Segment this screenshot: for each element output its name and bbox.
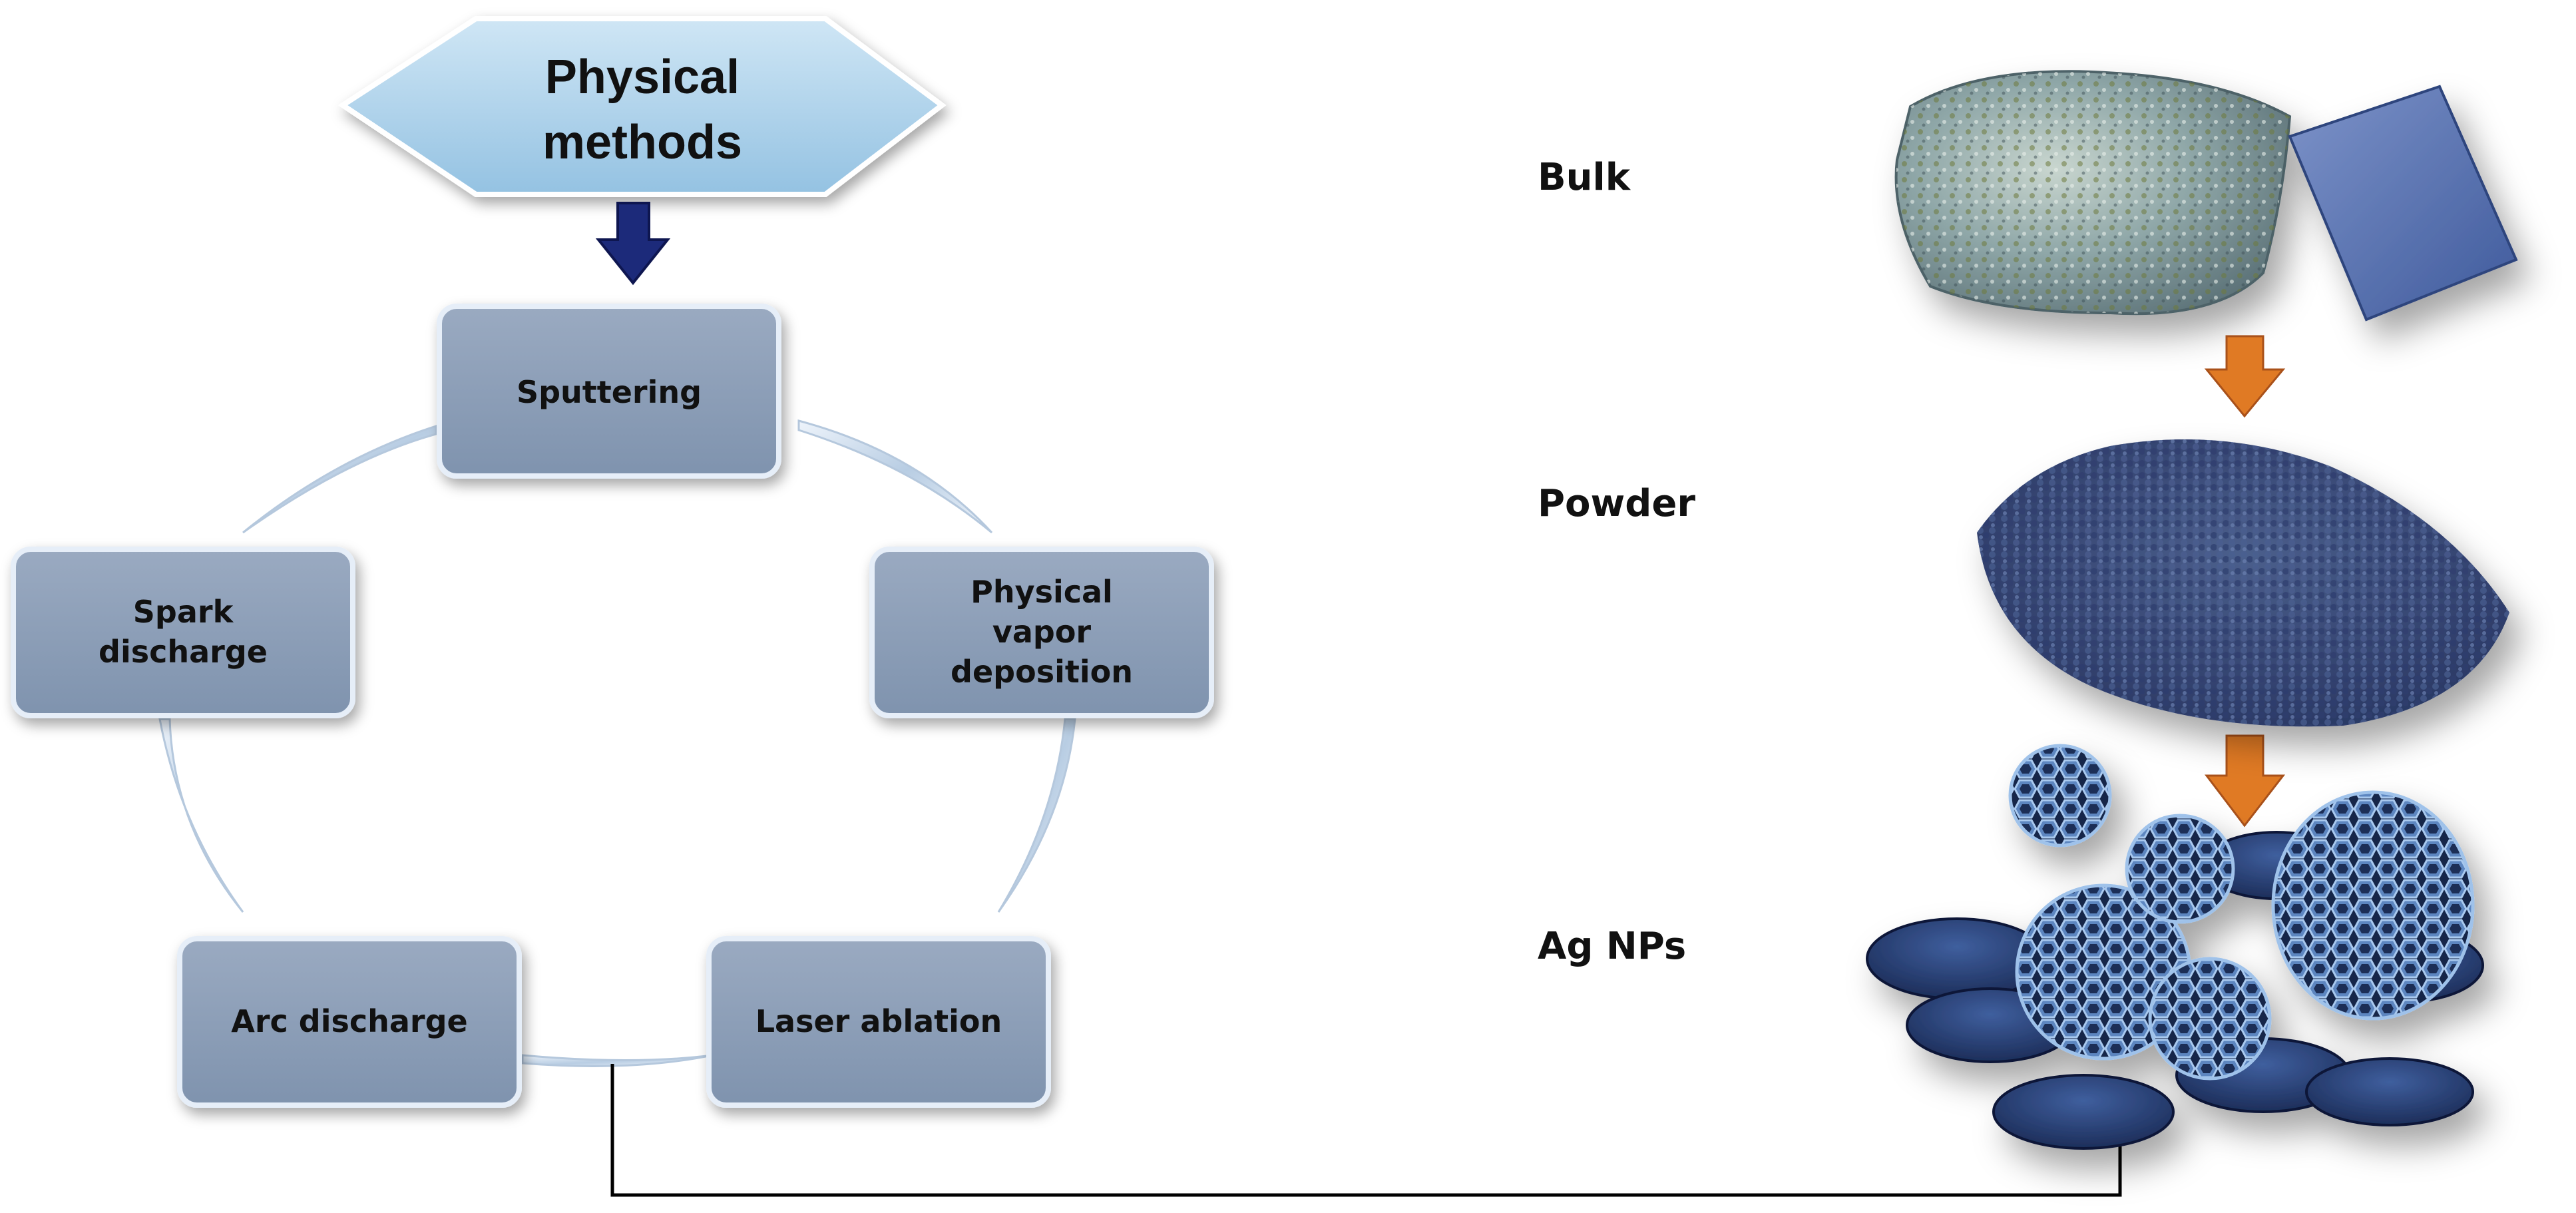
method-box-spark-discharge: Spark discharge: [11, 547, 355, 718]
cycle-connectors: [158, 419, 1076, 1067]
method-box-arc-discharge: Arc discharge: [177, 936, 522, 1108]
stage-label-bulk: Bulk: [1538, 156, 1631, 199]
orange-down-arrow-icon: [2204, 335, 2286, 418]
method-label-laser-ablation: Laser ablation: [755, 1003, 1002, 1039]
method-label-spark-line1: Spark: [133, 594, 234, 630]
method-label-pvd-line1: Physical: [970, 574, 1113, 610]
method-box-sputtering: Sputtering: [437, 304, 781, 479]
orange-down-arrow-icon: [2204, 734, 2286, 828]
hexagon-label-line2: methods: [542, 116, 742, 169]
stage-label-powder: Powder: [1538, 482, 1695, 525]
method-label-arc-discharge: Arc discharge: [231, 1003, 468, 1039]
ag-nanoparticles-image: [1866, 744, 2484, 1150]
stage-label-ag-nps: Ag NPs: [1538, 925, 1686, 968]
method-label-sputtering: Sputtering: [517, 374, 702, 410]
down-arrow-icon: [595, 202, 671, 286]
bulk-rock-image: [1894, 70, 2292, 316]
physical-methods-hexagon: [337, 16, 947, 197]
method-box-physical-vapor-deposition: Physical vapor deposition: [869, 547, 1214, 718]
hexagon-label-line1: Physical: [545, 51, 740, 104]
method-label-pvd-line2: vapor: [992, 614, 1092, 650]
powder-pile-image: [1977, 439, 2509, 727]
bulk-slab-image: [2288, 85, 2518, 322]
method-label-pvd-line3: deposition: [951, 654, 1133, 690]
method-box-laser-ablation: Laser ablation: [706, 936, 1051, 1108]
method-label-spark-line2: discharge: [99, 634, 268, 670]
